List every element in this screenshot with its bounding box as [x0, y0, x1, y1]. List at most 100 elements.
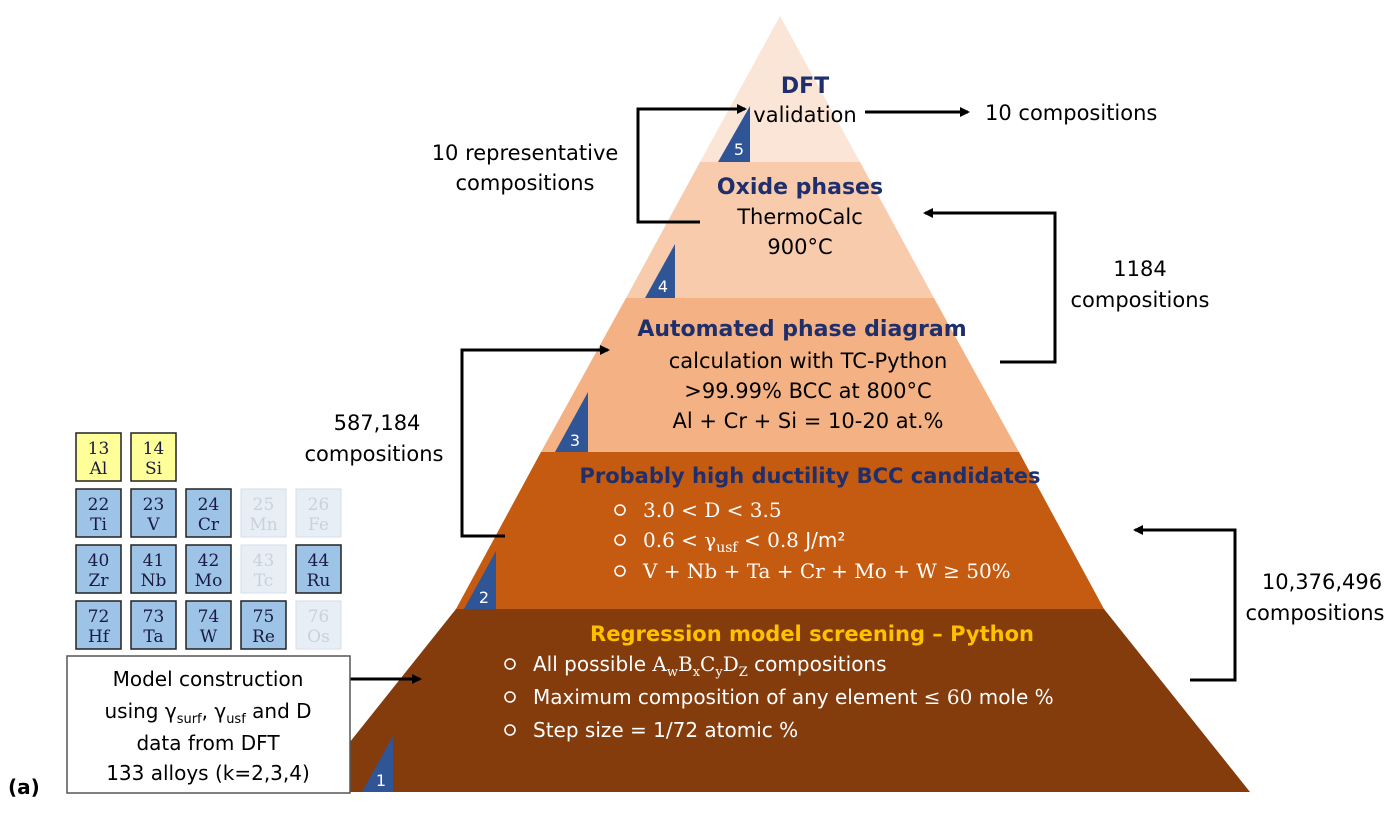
- pyramid-level-4: [626, 162, 934, 298]
- element-number: 22: [88, 495, 110, 515]
- element-symbol: W: [200, 627, 218, 647]
- bullet-marker: [504, 724, 516, 736]
- level-1-bullet-1: All possible AwBxCyDZ compositions: [504, 652, 887, 680]
- panel-label: (a): [8, 775, 40, 799]
- output-label: 10 compositions: [985, 101, 1157, 125]
- step-marker-2: 2: [464, 551, 496, 609]
- level-2-bullet-1: 3.0 < D < 3.5: [614, 498, 782, 522]
- level-2-title: Probably high ductility BCC candidates: [579, 464, 1040, 488]
- element-tile: 74W: [185, 600, 232, 650]
- element-number: 74: [198, 607, 220, 627]
- level-3-title: Automated phase diagram: [637, 317, 966, 342]
- level-4-line: 900°C: [767, 235, 832, 259]
- arrow-label-count: 1184: [1113, 257, 1166, 281]
- arrow-label-unit: compositions: [1246, 601, 1385, 625]
- element-symbol: Mn: [249, 515, 277, 535]
- step-marker-3: 3: [555, 392, 588, 452]
- level-3-line: Al + Cr + Si = 10-20 at.%: [673, 409, 944, 433]
- level-4-title: Oxide phases: [717, 175, 883, 200]
- bullet-text: 0.6 < γusf < 0.8 J/m²: [643, 528, 845, 556]
- level-4-line: ThermoCalc: [736, 205, 863, 229]
- level-1-bullet-3: Step size = 1/72 atomic %: [504, 718, 798, 742]
- element-number: 26: [308, 495, 330, 515]
- level-3-line: >99.99% BCC at 800°C: [684, 379, 931, 403]
- arrow-level2-to-level3: [460, 345, 610, 538]
- bullet-text: Maximum composition of any element ≤ 60 …: [533, 685, 1054, 709]
- bullet-text: 3.0 < D < 3.5: [643, 498, 782, 522]
- level-1-title: Regression model screening – Python: [590, 622, 1034, 646]
- arrow-label-unit: compositions: [1071, 288, 1210, 312]
- element-number: 76: [308, 607, 330, 627]
- bullet-marker: [504, 691, 516, 703]
- element-number: 72: [88, 607, 110, 627]
- element-number: 25: [253, 495, 275, 515]
- pyramid-level-3: [541, 298, 1019, 452]
- arrow-label-unit: compositions: [305, 442, 444, 466]
- step-number: 4: [658, 277, 668, 296]
- level-3-line: calculation with TC-Python: [669, 349, 948, 373]
- bullet-marker: [614, 504, 626, 516]
- element-symbol: Ta: [143, 627, 163, 647]
- pyramid-level-1: [310, 609, 1250, 792]
- element-tile: 23V: [130, 488, 177, 538]
- step-number: 5: [734, 140, 744, 159]
- periodic-table-excerpt: 13Al14Si22Ti23V24Cr25Mn26Fe40Zr41Nb42Mo4…: [75, 432, 342, 650]
- bullet-text: Step size = 1/72 atomic %: [533, 718, 798, 742]
- element-symbol: Hf: [88, 627, 111, 647]
- model-box-line: Model construction: [113, 667, 304, 691]
- step-marker-1: 1: [362, 736, 393, 792]
- arrow-label-unit: compositions: [456, 171, 595, 195]
- level-5-line: validation: [753, 103, 856, 127]
- step-marker-5: 5: [718, 106, 750, 162]
- step-marker-4: 4: [645, 244, 675, 298]
- model-box-line: 133 alloys (k=2,3,4): [106, 761, 310, 785]
- element-number: 75: [253, 607, 275, 627]
- model-box-line: using γsurf, γusf and D: [104, 699, 311, 727]
- step-number: 3: [570, 431, 580, 450]
- arrow-label-count: 587,184: [334, 411, 421, 435]
- element-number: 24: [198, 495, 220, 515]
- element-symbol: Ru: [307, 571, 331, 591]
- step-number: 1: [376, 771, 386, 790]
- element-symbol: Al: [89, 459, 108, 479]
- element-number: 43: [253, 551, 275, 571]
- level-5-title: DFT: [781, 74, 829, 99]
- element-symbol: V: [146, 515, 160, 535]
- arrow-label-count: 10,376,496: [1262, 570, 1382, 594]
- bullet-marker: [614, 534, 626, 546]
- element-number: 44: [308, 551, 330, 571]
- element-symbol: Tc: [254, 571, 274, 591]
- bullet-text: V + Nb + Ta + Cr + Mo + W ≥ 50%: [642, 559, 1011, 583]
- element-number: 41: [143, 551, 165, 571]
- pyramid-level-2: [456, 452, 1104, 609]
- arrow-level4-to-level5: [636, 104, 747, 224]
- level-2-bullet-3: V + Nb + Ta + Cr + Mo + W ≥ 50%: [614, 559, 1011, 583]
- model-box-line: data from DFT: [136, 731, 280, 755]
- bullet-text: All possible AwBxCyDZ compositions: [533, 652, 887, 680]
- element-symbol: Zr: [89, 571, 110, 591]
- element-number: 13: [88, 439, 110, 459]
- element-number: 14: [143, 439, 165, 459]
- element-symbol: Ti: [90, 515, 107, 535]
- arrow-level1-to-level2: [1133, 525, 1237, 682]
- element-symbol: Nb: [141, 571, 167, 591]
- element-symbol: Re: [252, 627, 275, 647]
- level-1-bullet-2: Maximum composition of any element ≤ 60 …: [504, 685, 1054, 709]
- element-number: 23: [143, 495, 165, 515]
- element-number: 40: [88, 551, 110, 571]
- arrow-label-count: 10 representative: [432, 141, 619, 165]
- bullet-marker: [614, 565, 626, 577]
- element-number: 73: [143, 607, 165, 627]
- arrow-level3-to-level4: [923, 208, 1057, 364]
